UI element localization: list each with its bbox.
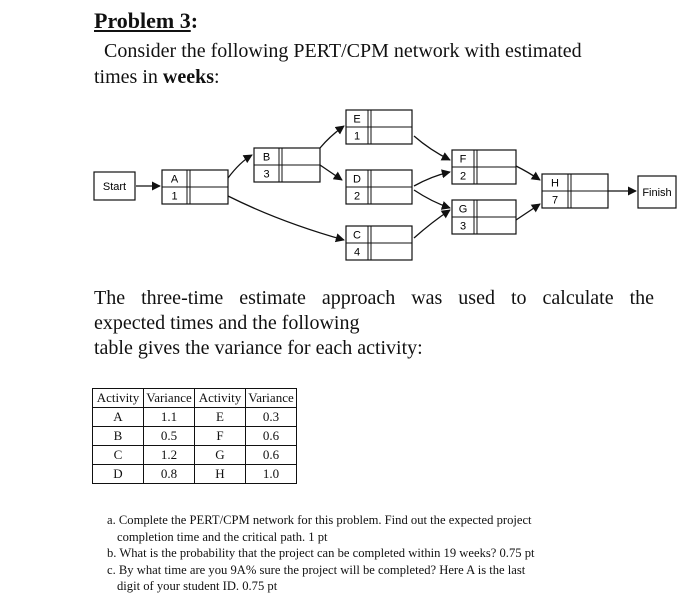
arrow-g-h xyxy=(515,203,541,221)
problem-colon: : xyxy=(190,8,199,33)
start-label: Start xyxy=(103,181,126,193)
table-cell: 0.6 xyxy=(245,445,297,465)
intro-line-2-post: : xyxy=(214,66,220,88)
question-c-line-1: c. By what time are you 9A% sure the pro… xyxy=(107,562,526,577)
question-a-line-2: completion time and the critical path. 1… xyxy=(117,529,328,544)
description-paragraph: The three-time estimate approach was use… xyxy=(94,286,654,361)
header-activity-1: Activity xyxy=(92,388,144,408)
pert-network-diagram: Start Finish A 1 B 3 E 1 D 2 xyxy=(93,109,677,261)
intro-line-2-pre: times in xyxy=(94,66,163,88)
arrow-a-b xyxy=(227,154,253,179)
intro-line-2-bold: weeks xyxy=(162,66,214,88)
node-g-id: G xyxy=(459,204,468,216)
header-activity-2: Activity xyxy=(194,388,246,408)
paragraph-line-2: expected times and the following xyxy=(94,312,360,334)
node-c-time: 4 xyxy=(354,247,360,259)
node-d-id: D xyxy=(353,174,361,186)
table-cell: G xyxy=(194,445,246,465)
node-h-id: H xyxy=(551,178,559,190)
problem-title: Problem 3: xyxy=(94,8,198,34)
arrow-f-h xyxy=(515,165,541,181)
questions-list: a. Complete the PERT/CPM network for thi… xyxy=(107,512,587,595)
node-f-id: F xyxy=(460,154,467,166)
node-e-id: E xyxy=(353,114,360,126)
table-cell: 1.0 xyxy=(245,464,297,484)
table-cell: 1.1 xyxy=(143,407,195,427)
node-c-id: C xyxy=(353,230,361,242)
node-b-time: 3 xyxy=(263,169,269,181)
problem-intro: Consider the following PERT/CPM network … xyxy=(94,38,654,90)
paragraph-line-1: The three-time estimate approach was use… xyxy=(94,287,654,309)
node-a-id: A xyxy=(171,174,179,186)
finish-label: Finish xyxy=(642,187,671,199)
question-b-line-1: b. What is the probability that the proj… xyxy=(107,546,535,561)
table-cell: E xyxy=(194,407,246,427)
arrow-a-c xyxy=(227,195,345,243)
node-a-time: 1 xyxy=(171,191,177,203)
header-variance-2: Variance xyxy=(245,388,297,408)
node-h: H 7 xyxy=(541,173,609,209)
table-row: B 0.5 F 0.6 xyxy=(92,426,297,446)
arrow-b-e xyxy=(319,125,345,149)
paragraph-line-3: table gives the variance for each activi… xyxy=(94,337,423,359)
header-variance-1: Variance xyxy=(143,388,195,408)
table-cell: A xyxy=(92,407,144,427)
problem-label: Problem 3 xyxy=(94,8,191,33)
table-cell: H xyxy=(194,464,246,484)
node-f-time: 2 xyxy=(460,171,466,183)
table-row: A 1.1 E 0.3 xyxy=(92,407,297,427)
question-c-line-2: digit of your student ID. 0.75 pt xyxy=(117,579,278,594)
arrow-e-f xyxy=(413,135,451,161)
question-a-line-1: a. Complete the PERT/CPM network for thi… xyxy=(107,513,532,527)
node-b: B 3 xyxy=(253,147,321,183)
table-row: D 0.8 H 1.0 xyxy=(92,464,297,484)
intro-line-2: times in weeks: xyxy=(94,64,654,90)
node-d-time: 2 xyxy=(354,191,360,203)
table-cell: 0.8 xyxy=(143,464,195,484)
variance-table: Activity Variance Activity Variance A 1.… xyxy=(92,388,297,484)
table-cell: 1.2 xyxy=(143,445,195,465)
node-e: E 1 xyxy=(345,109,413,145)
node-h-time: 7 xyxy=(552,195,558,207)
start-node: Start xyxy=(93,171,136,201)
network-arrows xyxy=(136,125,637,243)
table-cell: 0.5 xyxy=(143,426,195,446)
table-cell: F xyxy=(194,426,246,446)
node-g-time: 3 xyxy=(460,221,466,233)
table-cell: D xyxy=(92,464,144,484)
arrow-d-g xyxy=(413,189,451,210)
node-c: C 4 xyxy=(345,225,413,261)
node-g: G 3 xyxy=(451,199,517,235)
table-cell: B xyxy=(92,426,144,446)
node-e-time: 1 xyxy=(354,131,360,143)
node-b-id: B xyxy=(263,152,270,164)
variance-table-header: Activity Variance Activity Variance xyxy=(92,388,297,408)
arrow-b-d xyxy=(319,164,343,181)
table-row: C 1.2 G 0.6 xyxy=(92,445,297,465)
arrow-d-f xyxy=(413,169,451,187)
finish-node: Finish xyxy=(637,175,677,209)
table-cell: C xyxy=(92,445,144,465)
table-cell: 0.3 xyxy=(245,407,297,427)
intro-line-1: Consider the following PERT/CPM network … xyxy=(104,40,582,62)
arrow-c-g xyxy=(413,209,451,239)
node-d: D 2 xyxy=(345,169,413,205)
node-a: A 1 xyxy=(161,169,229,205)
node-f: F 2 xyxy=(451,149,517,185)
table-cell: 0.6 xyxy=(245,426,297,446)
